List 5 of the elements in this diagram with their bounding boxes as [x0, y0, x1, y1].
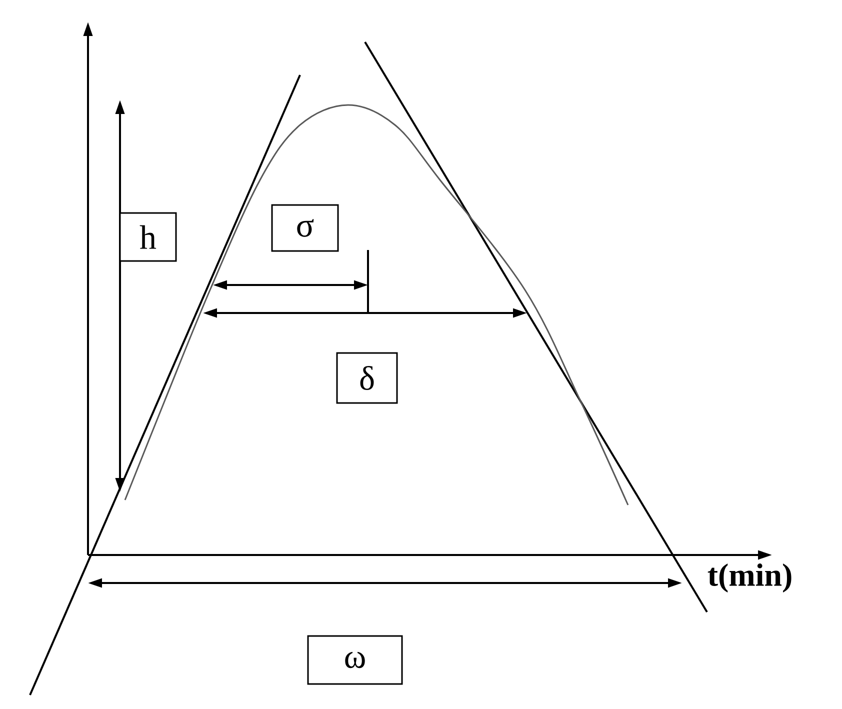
- label-box: ω: [307, 635, 403, 685]
- label-box: h: [119, 212, 177, 262]
- label-box: σ: [271, 204, 339, 252]
- axis-label: t(min): [706, 562, 794, 594]
- label-box: δ: [336, 352, 398, 404]
